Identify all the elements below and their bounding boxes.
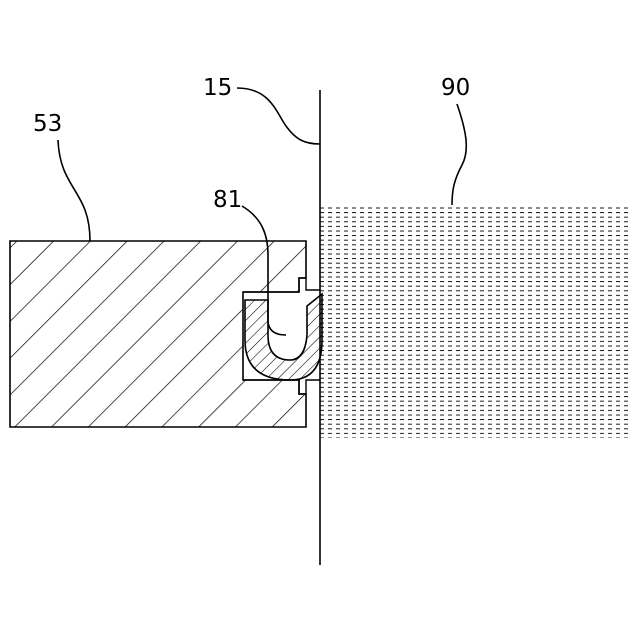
leader-53	[58, 140, 90, 241]
label-53: 53	[33, 111, 62, 137]
label-15: 15	[203, 75, 232, 101]
region-90	[320, 205, 630, 438]
leader-90	[452, 104, 466, 205]
leader-15	[237, 88, 320, 144]
label-90: 90	[441, 75, 470, 101]
label-81: 81	[213, 187, 242, 213]
seal-81	[243, 278, 322, 394]
